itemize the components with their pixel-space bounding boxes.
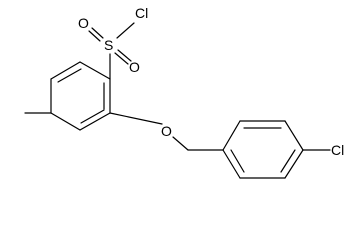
bond-s-o-double-c xyxy=(117,49,132,62)
atom-cl-sulfonyl: Cl xyxy=(135,5,148,21)
ring1-bond-5 xyxy=(79,112,111,131)
ring2-bond-6 xyxy=(222,149,241,179)
bond-layer xyxy=(24,22,331,179)
ring1-inner-2 xyxy=(80,109,105,124)
bond-ring-o xyxy=(109,112,163,125)
ring1-bond-2 xyxy=(50,61,81,80)
molecule-canvas: Cl S O O O Cl xyxy=(24,5,344,179)
atom-o-ether: O xyxy=(161,123,172,139)
bond-o-ch2 xyxy=(172,136,189,151)
ring2-bond-1 xyxy=(222,120,241,151)
ring1-bond-1 xyxy=(79,61,111,80)
atom-o-lower: O xyxy=(129,59,140,75)
ring2-inner-2 xyxy=(280,149,296,173)
atom-cl-aryl: Cl xyxy=(331,142,344,158)
bond-s-cl xyxy=(116,22,135,39)
bond-s-o-double-d xyxy=(114,52,129,65)
ring1-bond-4 xyxy=(50,112,81,131)
bond-s-o-double-b xyxy=(88,30,101,42)
atom-s: S xyxy=(104,37,113,53)
atom-label-layer: Cl S O O O Cl xyxy=(78,5,344,158)
atom-o-upper: O xyxy=(78,15,89,31)
ring2-bond-4 xyxy=(284,149,304,179)
bond-s-o-double-a xyxy=(91,27,104,39)
ring1-inner-1 xyxy=(57,68,82,83)
ring2-bond-3 xyxy=(284,120,304,151)
ring2-inner-3 xyxy=(230,149,245,173)
